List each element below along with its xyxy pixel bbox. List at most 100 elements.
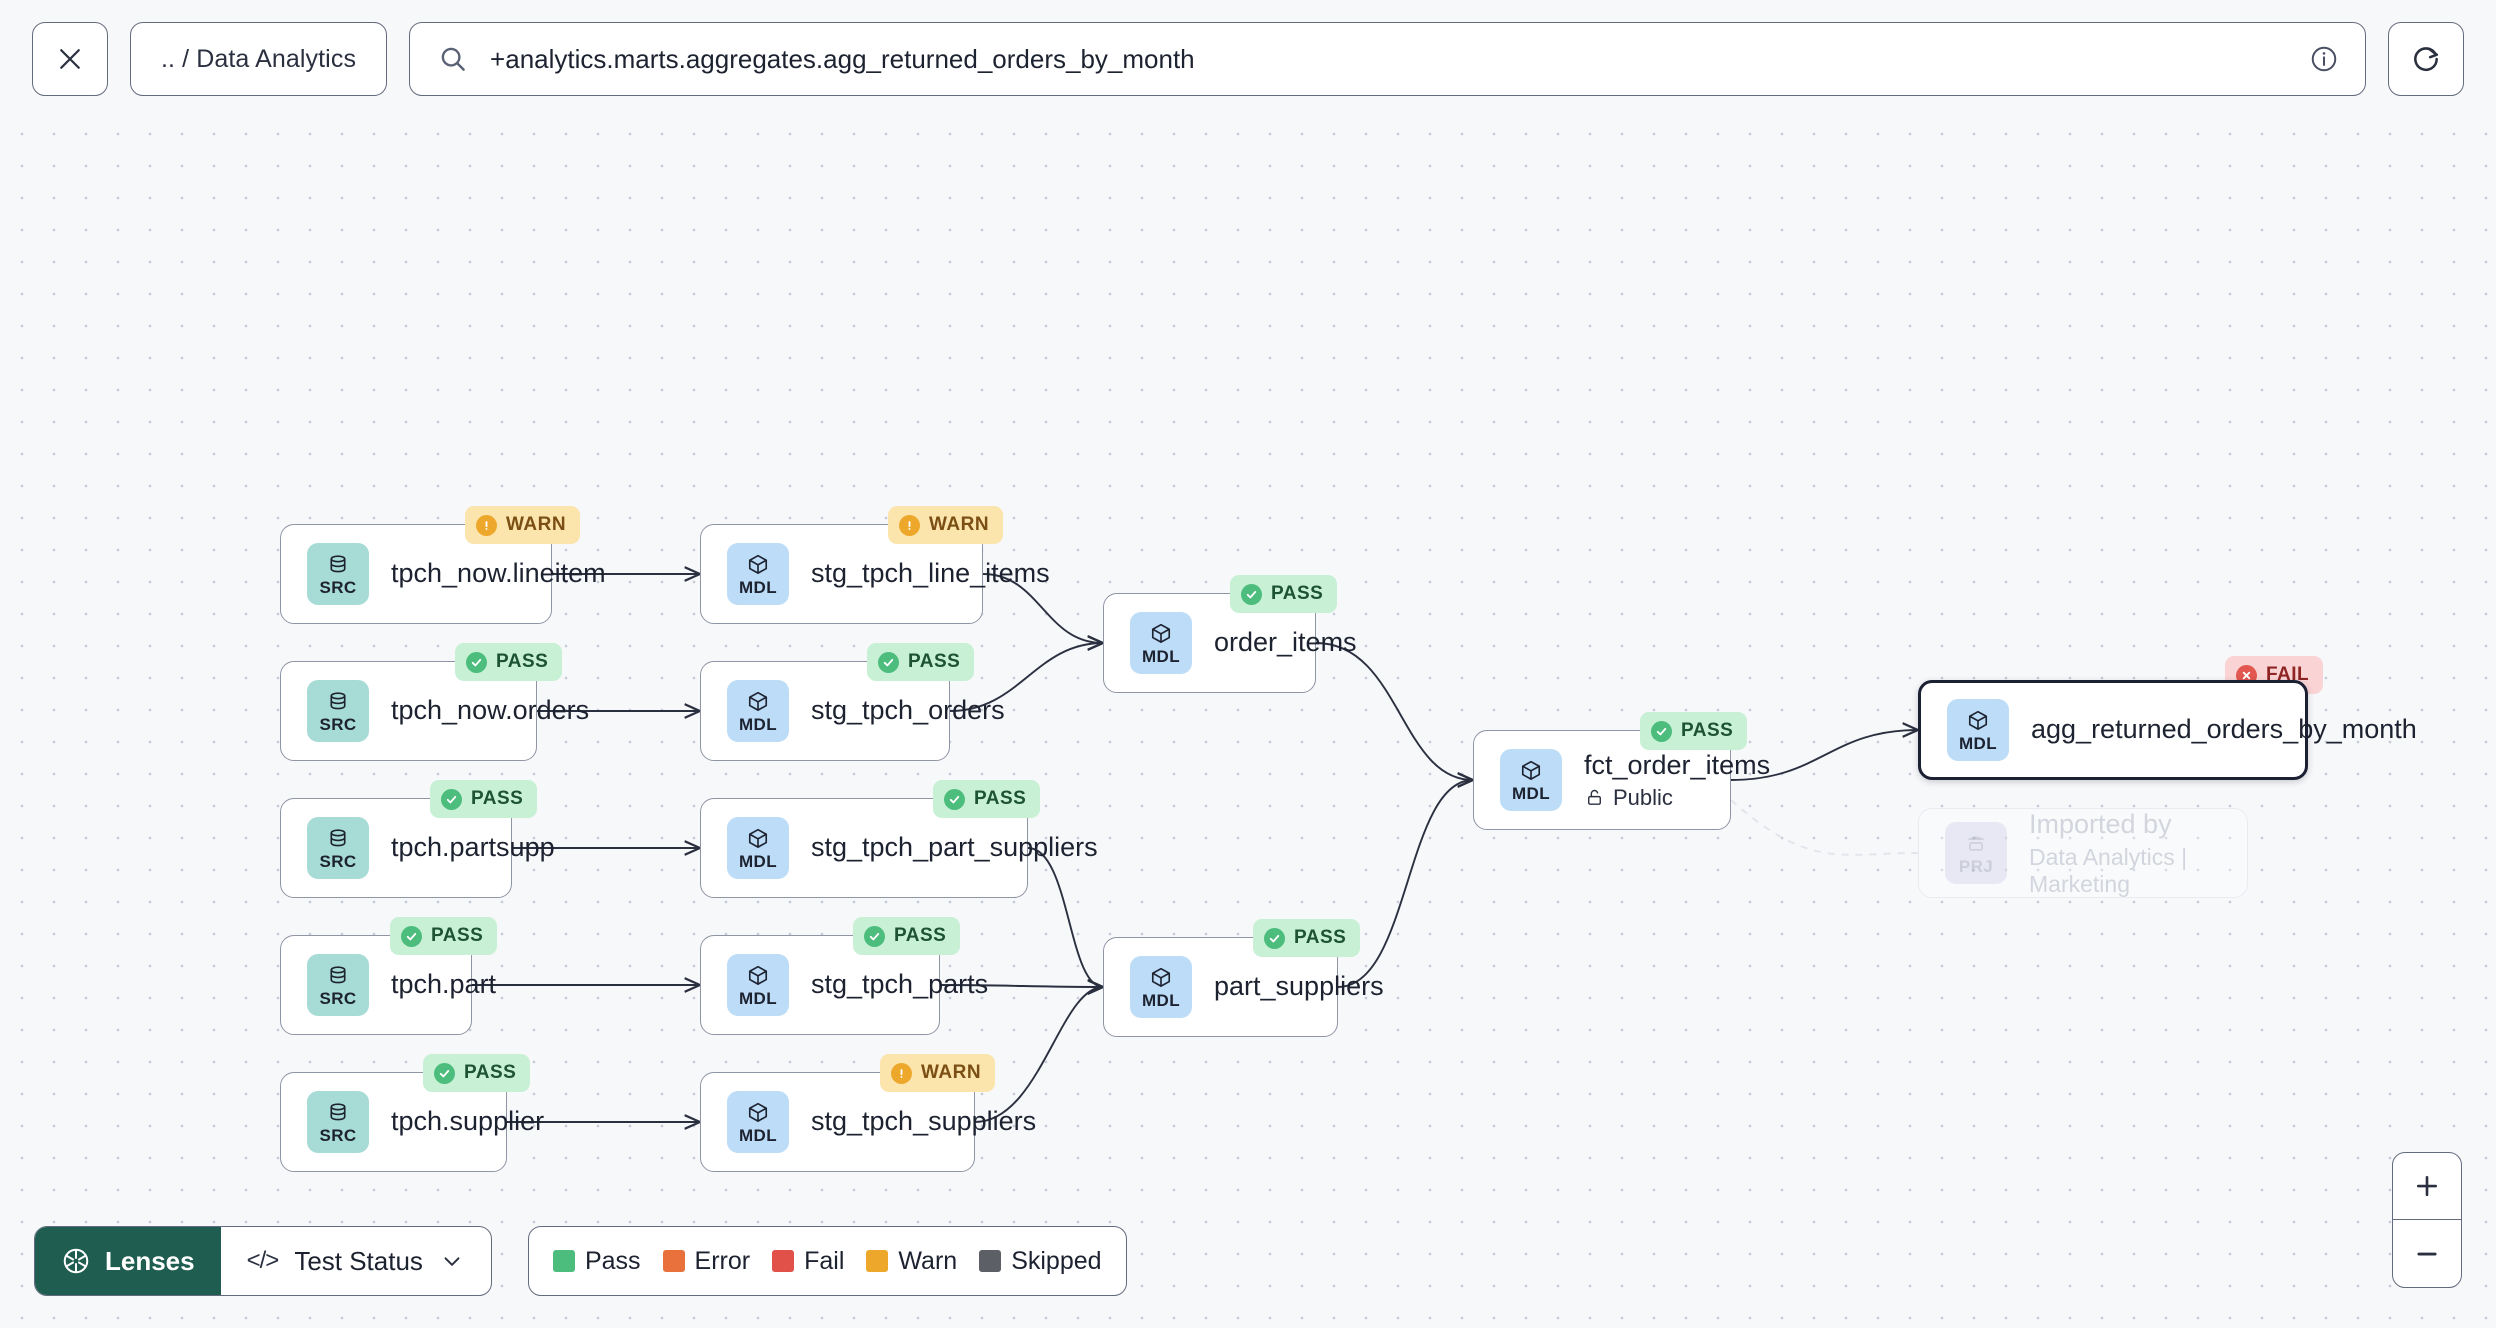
mdl-type-chip: MDL xyxy=(1500,749,1562,811)
node-label-group: agg_returned_orders_by_month xyxy=(2031,714,2417,745)
search-input[interactable]: +analytics.marts.aggregates.agg_returned… xyxy=(490,43,1195,74)
node-label-group: tpch.supplier xyxy=(391,1106,545,1137)
node-label-group: order_items xyxy=(1214,627,1357,658)
lenses-button[interactable]: Lenses xyxy=(35,1227,221,1295)
legend-swatch xyxy=(662,1250,685,1272)
lineage-edge xyxy=(1315,642,1473,780)
status-badge-stg_tpch_parts[interactable]: PASS xyxy=(853,917,961,955)
node-title: tpch.supplier xyxy=(391,1106,545,1137)
status-badge-label: PASS xyxy=(974,788,1027,809)
status-badge-label: WARN xyxy=(929,514,990,535)
search-bar[interactable]: +analytics.marts.aggregates.agg_returned… xyxy=(409,22,2366,96)
node-label-group: fct_order_items Public xyxy=(1584,750,1770,810)
status-warn-icon xyxy=(476,514,497,536)
status-badge-label: PASS xyxy=(464,1062,517,1083)
node-title: stg_tpch_suppliers xyxy=(811,1106,1037,1137)
zoom-out-button[interactable] xyxy=(2393,1220,2461,1287)
cube-icon xyxy=(1148,621,1174,647)
status-pass-icon xyxy=(864,925,885,947)
status-badge-label: PASS xyxy=(1271,583,1324,604)
database-icon xyxy=(325,1100,351,1126)
breadcrumb-button[interactable]: .. / Data Analytics xyxy=(130,22,388,96)
node-label-group: part_suppliers xyxy=(1214,971,1384,1002)
lineage-edge xyxy=(949,643,1103,712)
status-pass-icon xyxy=(466,651,487,673)
status-badge-stg_tpch_line_items[interactable]: WARN xyxy=(888,506,1004,544)
refresh-button[interactable] xyxy=(2388,22,2464,96)
cube-icon xyxy=(745,552,771,578)
status-badge-tpch_part[interactable]: PASS xyxy=(390,917,498,955)
lineage-node-stg_tpch_suppliers[interactable]: MDL stg_tpch_suppliers xyxy=(700,1072,1037,1172)
status-badge-tpch_partsupp[interactable]: PASS xyxy=(430,780,538,818)
status-badge-label: WARN xyxy=(506,514,567,535)
test-status-dropdown[interactable]: </> Test Status xyxy=(221,1227,491,1295)
mdl-type-chip: MDL xyxy=(1130,956,1192,1018)
cube-icon xyxy=(1518,758,1544,784)
status-pass-icon xyxy=(434,1062,455,1084)
status-badge-label: PASS xyxy=(496,651,549,672)
mdl-type-chip: MDL xyxy=(727,817,789,879)
lineage-edge xyxy=(1337,780,1473,988)
status-badge-part_suppliers[interactable]: PASS xyxy=(1253,919,1361,957)
zoom-in-button[interactable] xyxy=(2393,1153,2461,1220)
aperture-icon xyxy=(61,1246,91,1276)
status-badge-label: PASS xyxy=(1294,927,1347,948)
status-badge-stg_tpch_suppliers[interactable]: WARN xyxy=(880,1054,996,1092)
code-icon: </> xyxy=(246,1247,280,1274)
status-pass-icon xyxy=(878,651,899,673)
status-badge-order_items[interactable]: PASS xyxy=(1230,575,1338,613)
close-button[interactable] xyxy=(32,22,108,96)
status-badge-fct_order_items[interactable]: PASS xyxy=(1640,712,1748,750)
node-title: Imported by xyxy=(2029,809,2172,840)
node-title: tpch_now.lineitem xyxy=(391,558,606,589)
node-label-group: stg_tpch_suppliers xyxy=(811,1106,1037,1137)
status-warn-icon xyxy=(891,1062,912,1084)
node-title: stg_tpch_line_items xyxy=(811,558,1050,589)
node-title: part_suppliers xyxy=(1214,971,1384,1002)
src-type-chip: SRC xyxy=(307,543,369,605)
legend-item-pass[interactable]: Pass xyxy=(552,1247,641,1276)
info-icon[interactable] xyxy=(2309,44,2339,74)
legend-swatch xyxy=(866,1250,889,1272)
mdl-type-chip: MDL xyxy=(1130,612,1192,674)
node-title: order_items xyxy=(1214,627,1357,658)
lineage-edge xyxy=(974,987,1103,1123)
legend-item-skipped[interactable]: Skipped xyxy=(979,1247,1102,1276)
refresh-icon xyxy=(2410,43,2442,75)
src-type-chip: SRC xyxy=(307,1091,369,1153)
cube-icon xyxy=(1148,965,1174,991)
status-badge-stg_tpch_orders[interactable]: PASS xyxy=(867,643,975,681)
mdl-type-chip: MDL xyxy=(727,1091,789,1153)
status-legend: Pass Error Fail Warn Skipped xyxy=(527,1226,1127,1296)
node-title: tpch.partsupp xyxy=(391,832,555,863)
status-badge-stg_tpch_part_suppliers[interactable]: PASS xyxy=(933,780,1041,818)
status-badge-tpch_now_lineitem[interactable]: WARN xyxy=(465,506,581,544)
status-badge-label: WARN xyxy=(921,1062,982,1083)
node-title: tpch_now.orders xyxy=(391,695,590,726)
database-icon xyxy=(325,689,351,715)
node-subtitle: Public xyxy=(1584,785,1730,810)
status-warn-icon xyxy=(899,514,920,536)
test-status-label: Test Status xyxy=(294,1245,423,1276)
node-title: stg_tpch_parts xyxy=(811,969,989,1000)
status-pass-icon xyxy=(441,788,462,810)
legend-item-warn[interactable]: Warn xyxy=(866,1247,957,1276)
status-pass-icon xyxy=(1241,583,1262,605)
lineage-node-tpch_supplier[interactable]: SRC tpch.supplier xyxy=(280,1072,545,1172)
status-badge-tpch_supplier[interactable]: PASS xyxy=(423,1054,531,1092)
lineage-edge-ghost xyxy=(1730,799,1919,856)
cube-icon xyxy=(745,963,771,989)
status-badge-tpch_now_orders[interactable]: PASS xyxy=(455,643,563,681)
database-icon xyxy=(325,963,351,989)
legend-item-fail[interactable]: Fail xyxy=(772,1247,844,1276)
node-label-group: stg_tpch_orders xyxy=(811,695,1005,726)
legend-item-error[interactable]: Error xyxy=(662,1247,750,1276)
node-label-group: stg_tpch_parts xyxy=(811,969,989,1000)
